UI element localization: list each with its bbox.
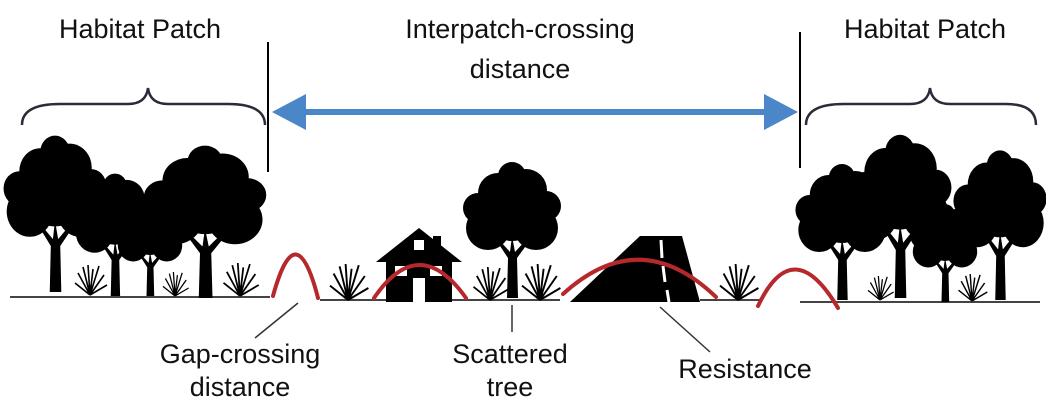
interpatch-label-line2: distance bbox=[469, 54, 571, 84]
grass-tuft-icon bbox=[74, 264, 108, 296]
grass-tuft-icon bbox=[222, 262, 260, 297]
resistance-label: Resistance bbox=[678, 354, 812, 384]
road-crossing-arc bbox=[561, 257, 718, 299]
interpatch-arrow bbox=[272, 94, 798, 130]
left-forest bbox=[3, 135, 267, 298]
right-habitat-patch-label: Habitat Patch bbox=[843, 14, 1007, 44]
right-forest bbox=[795, 134, 1046, 302]
interpatch-label-line1: Interpatch-crossing bbox=[405, 14, 635, 44]
grass-tuft-icon bbox=[719, 263, 760, 301]
grass-tuft-icon bbox=[521, 263, 562, 301]
road-icon bbox=[570, 236, 700, 303]
house-crossing-arc bbox=[372, 263, 468, 300]
scattered-tree-label-line2: tree bbox=[486, 372, 534, 402]
grass-tuft-icon bbox=[329, 263, 370, 301]
gap-crossing-label-line2: distance bbox=[189, 372, 291, 402]
pointer-lines bbox=[254, 302, 711, 353]
left-patch-brace bbox=[20, 87, 267, 126]
crossing-arcs bbox=[271, 252, 840, 310]
tree-silhouette bbox=[953, 150, 1046, 300]
grass-tuft-icon bbox=[957, 273, 989, 302]
ground-lines bbox=[10, 296, 1040, 303]
gap-crossing-label-line1: Gap-crossing bbox=[159, 339, 321, 369]
grass-tuft-icon bbox=[472, 266, 510, 301]
grass-tuft-icon bbox=[867, 275, 895, 301]
gap-crossing-arc bbox=[271, 252, 320, 300]
scattered-tree-label-line1: Scattered bbox=[452, 339, 568, 369]
right-patch-brace bbox=[804, 87, 1038, 126]
grass-tuft-icon bbox=[162, 271, 190, 297]
patch-entry-arc bbox=[756, 267, 840, 310]
left-habitat-patch-label: Habitat Patch bbox=[58, 14, 222, 44]
